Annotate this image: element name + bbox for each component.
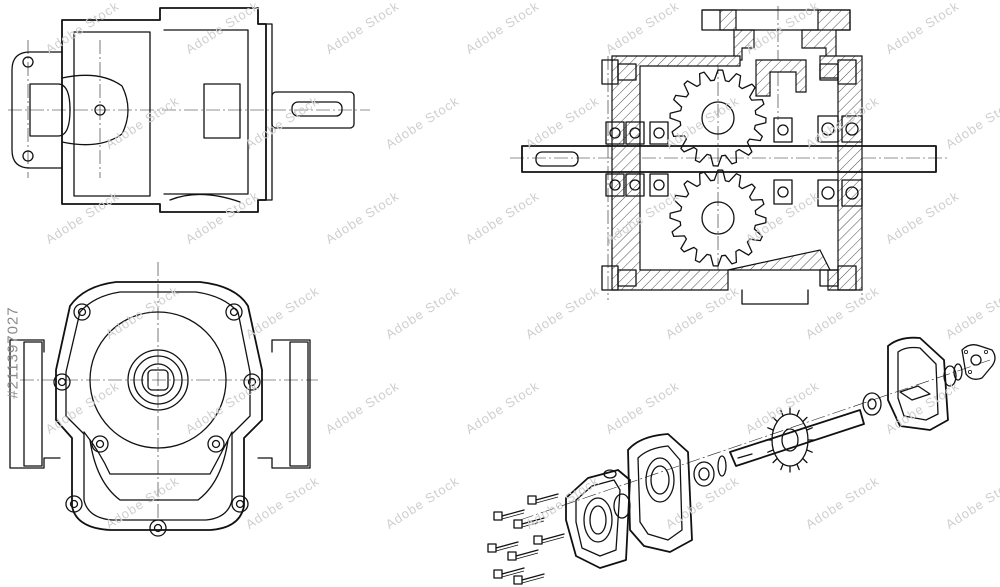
exploded-gear (765, 407, 815, 473)
bearings (605, 115, 863, 207)
exploded-screws (487, 493, 565, 585)
screw-2 (513, 517, 545, 529)
sectional-view (510, 6, 950, 305)
bolt-hole-3 (53, 373, 71, 391)
bolt-hole-9 (149, 519, 167, 537)
bolt-hole-8 (231, 495, 249, 513)
screw-6 (513, 573, 545, 585)
bolt-hole-5 (91, 435, 109, 453)
bolt-hole-7 (65, 495, 83, 513)
gear-2 (669, 169, 767, 267)
bolt-hole-1 (73, 303, 91, 321)
exploded-view (487, 336, 996, 585)
bolt-hole-4 (243, 373, 261, 391)
screw-7 (527, 493, 559, 505)
screw-5 (493, 567, 525, 579)
bolt-hole-6 (207, 435, 225, 453)
front-view-bolt-holes (53, 303, 261, 537)
screw-4 (507, 549, 539, 561)
screw-1 (493, 509, 525, 521)
stock-id-text: #211397027 (4, 306, 22, 399)
screw-8 (533, 533, 565, 545)
gears (669, 69, 767, 267)
front-view (9, 262, 318, 537)
screw-3 (487, 541, 519, 553)
side-view (8, 7, 370, 213)
bolt-hole-2 (225, 303, 243, 321)
gear-1 (669, 69, 767, 167)
